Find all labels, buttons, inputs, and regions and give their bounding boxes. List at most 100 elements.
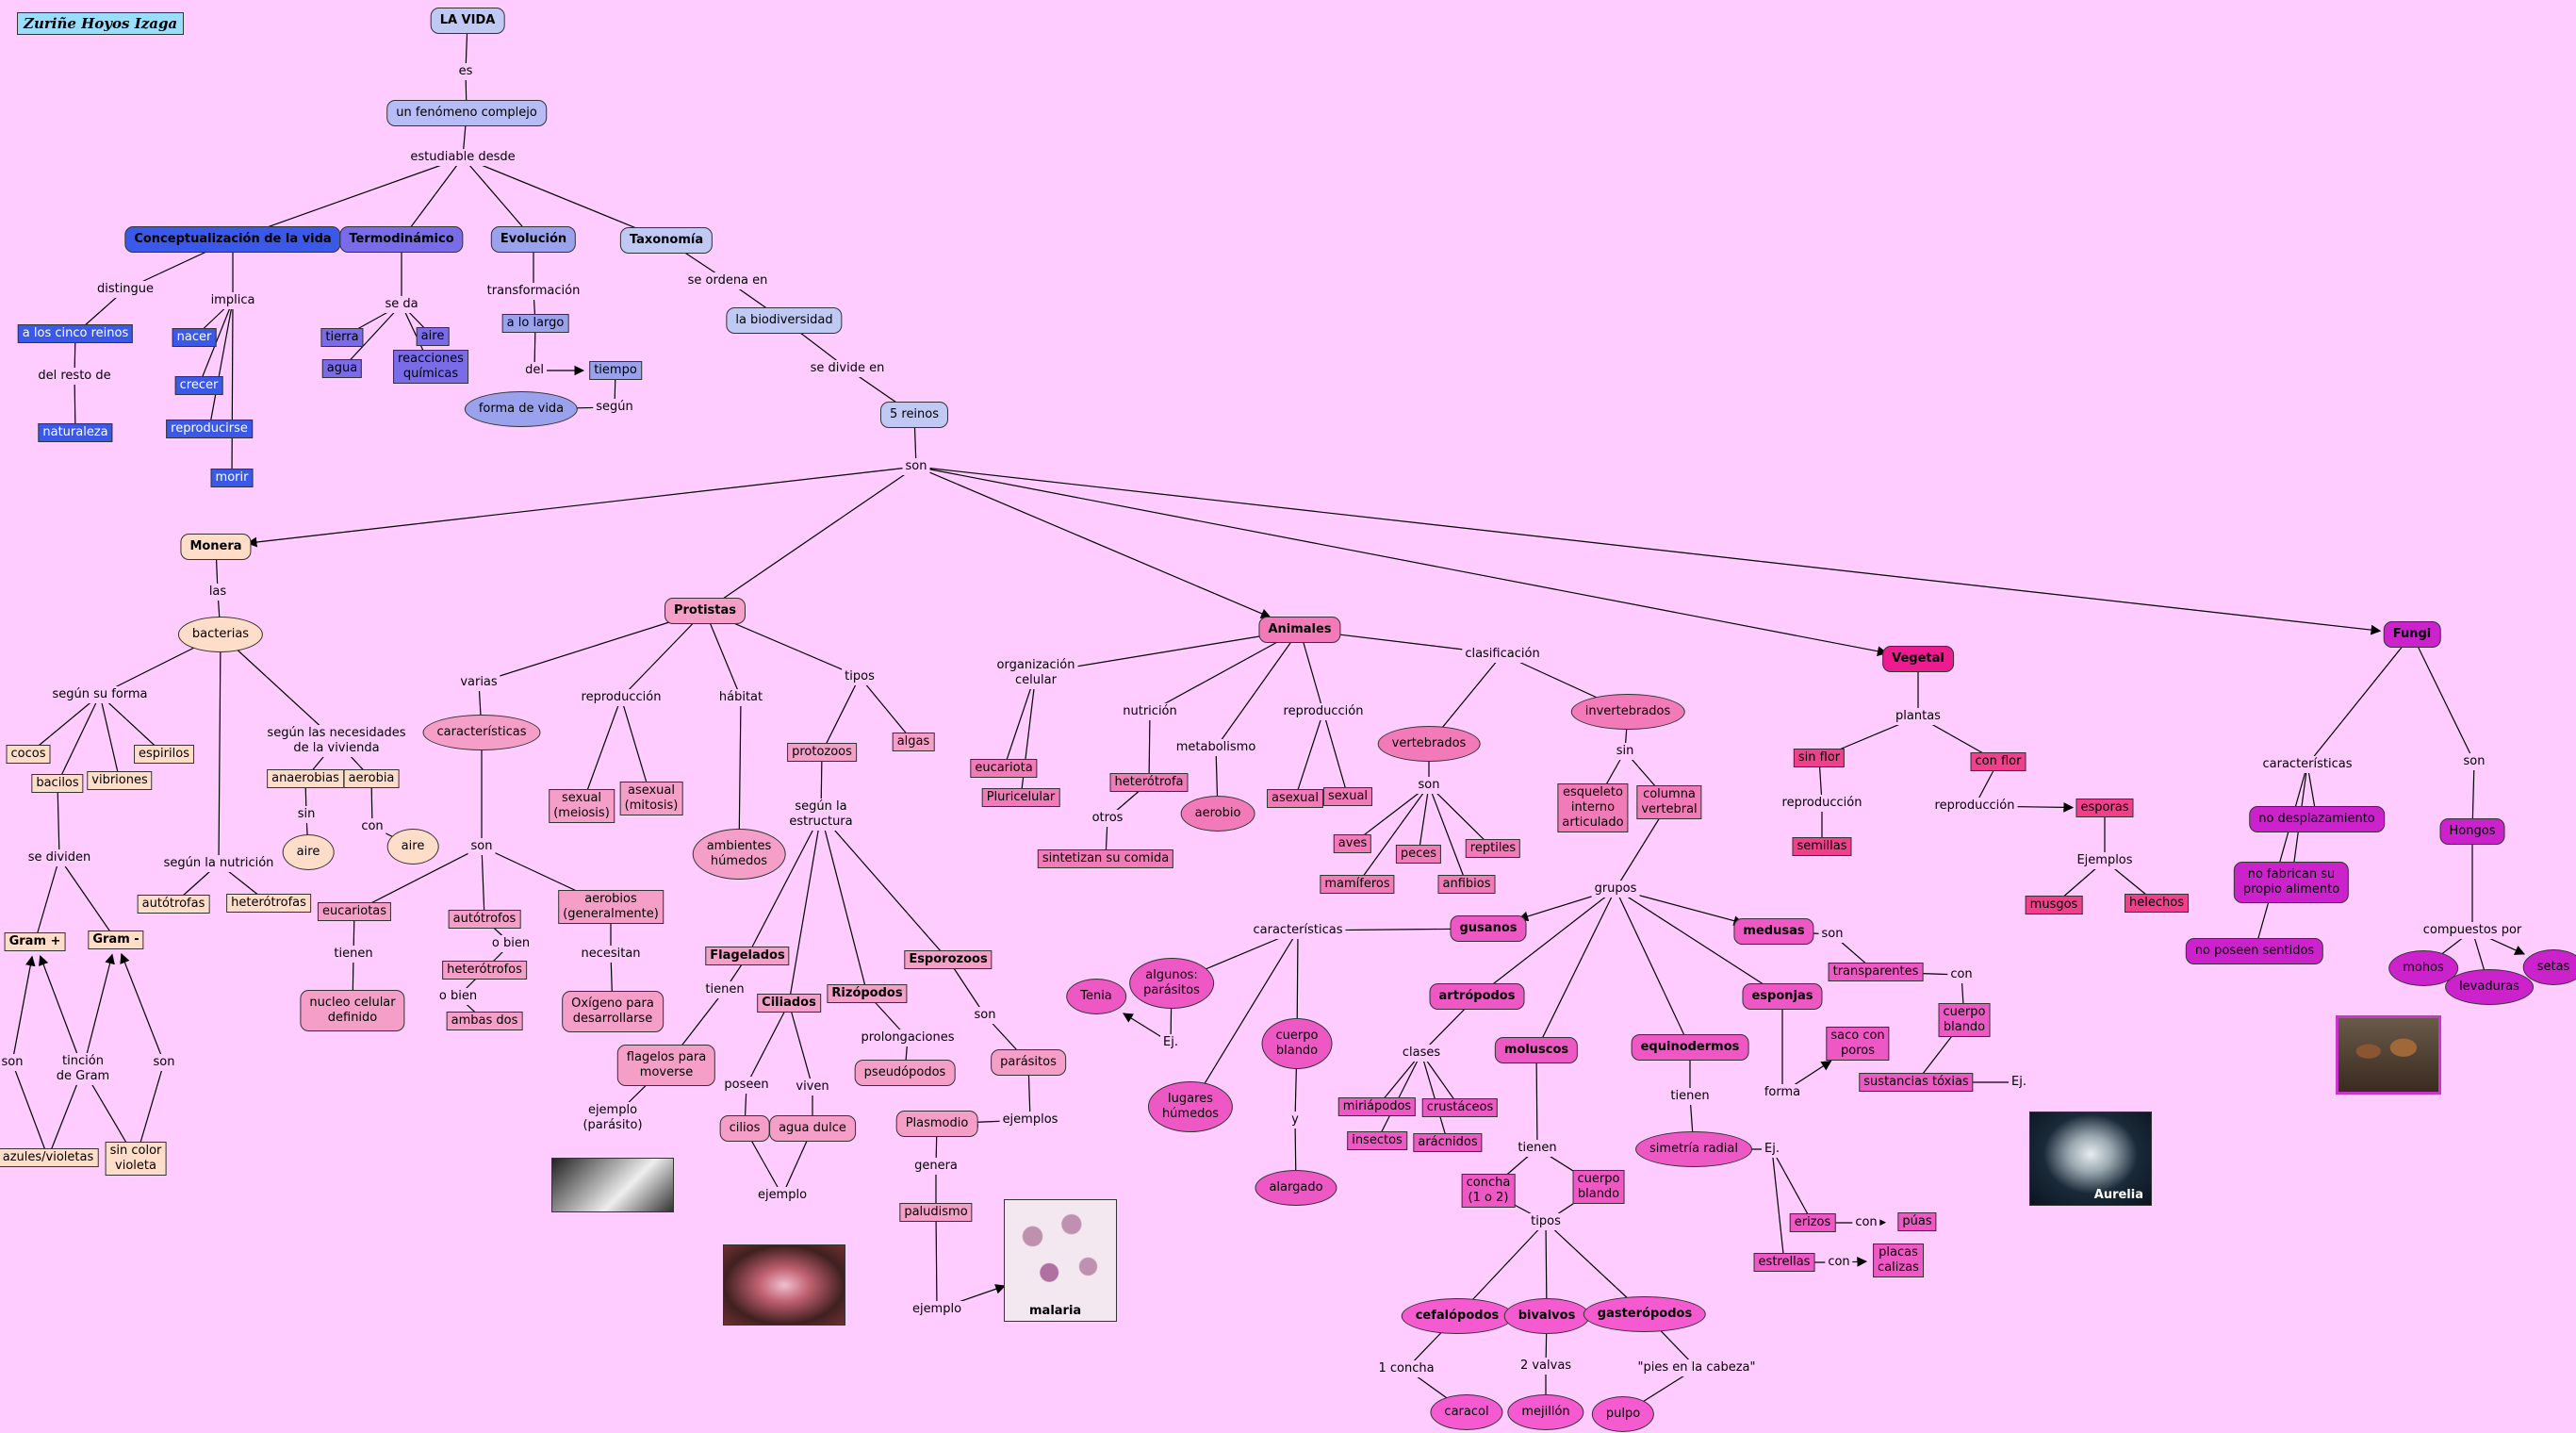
node-se-da: se da bbox=[382, 296, 421, 313]
connector-son_gm-gram_minus bbox=[120, 952, 165, 1063]
node-son-gm: son bbox=[150, 1054, 178, 1071]
node-vibriones: vibriones bbox=[87, 771, 153, 790]
node-heterotrofas: heterótrofas bbox=[226, 894, 311, 913]
connector-segun_estructura-ciliados bbox=[788, 814, 822, 1004]
connector-segun_forma-espirilos bbox=[99, 694, 165, 755]
node-alargado: alargado bbox=[1255, 1170, 1337, 1206]
node-habitat: hábitat bbox=[715, 689, 766, 706]
node-estrellas: estrellas bbox=[1753, 1253, 1815, 1272]
connector-se_dividen-gram_minus bbox=[58, 857, 117, 941]
connector-animales-reproduccion_a bbox=[1299, 629, 1324, 713]
node-implica: implica bbox=[207, 292, 258, 309]
node-ejemplo-parasito: ejemplo(parásito) bbox=[580, 1102, 646, 1134]
node-ej-med: Ej. bbox=[2009, 1074, 2029, 1091]
node-espirilos: espirilos bbox=[134, 745, 194, 764]
node-grupos: grupos bbox=[1591, 881, 1640, 898]
node-caracteristicas-g: características bbox=[1250, 922, 1346, 939]
node-asexual-p: asexual(mitosis) bbox=[619, 782, 683, 815]
node-se-ordena: se ordena en bbox=[684, 272, 771, 289]
connector-fungi-son_f bbox=[2411, 634, 2475, 763]
node-son-med: son bbox=[1818, 926, 1846, 943]
connector-protistas-reproduccion_p bbox=[620, 610, 706, 699]
connector-protistas-habitat bbox=[704, 610, 742, 699]
hongos-photo bbox=[2336, 1015, 2441, 1095]
node-caracteristicas-f: características bbox=[2259, 756, 2355, 773]
connector-caracteristicas_f-no_sentidos bbox=[2254, 764, 2308, 952]
connector-segun_estructura-esporozoos bbox=[820, 814, 949, 961]
node-se-divide: se divide en bbox=[807, 360, 888, 377]
connector-son_reinos-animales bbox=[915, 466, 1272, 618]
node-biodiversidad: la biodiversidad bbox=[726, 307, 843, 334]
node-cinco-reinos2: 5 reinos bbox=[879, 402, 949, 428]
connector-protistas-varias bbox=[478, 610, 706, 684]
connector-grupos-equinodermos bbox=[1615, 888, 1691, 1048]
connector-son_reinos-vegetal bbox=[915, 466, 1888, 657]
node-autotrofos: autótrofos bbox=[448, 910, 521, 929]
node-son-f: son bbox=[2460, 753, 2488, 770]
node-compuestos: compuestos por bbox=[2420, 922, 2525, 939]
connector-grupos-artropodos bbox=[1476, 888, 1616, 997]
node-tienen-e: tienen bbox=[1667, 1088, 1713, 1105]
node-ejemplo-c: ejemplo bbox=[754, 1187, 811, 1204]
node-aerobios: aerobios(generalmente) bbox=[558, 890, 664, 924]
node-fungi: Fungi bbox=[2383, 621, 2441, 648]
connector-estudiable-taxonomia bbox=[462, 156, 667, 241]
node-erizos: erizos bbox=[1789, 1213, 1836, 1232]
node-son-reinos: son bbox=[902, 458, 930, 475]
node-setas: setas bbox=[2522, 949, 2576, 985]
node-termodinamico: Termodinámico bbox=[339, 226, 464, 253]
connector-tincion-gram_plus bbox=[39, 954, 84, 1070]
node-tienen-f: tienen bbox=[702, 981, 747, 998]
node-pulpo: pulpo bbox=[1591, 1396, 1655, 1432]
node-segun-forma: según su forma bbox=[49, 686, 151, 703]
node-con-flor: con flor bbox=[1970, 752, 2026, 771]
connector-segun_estructura-flagelados bbox=[747, 814, 822, 957]
node-tiempo: tiempo bbox=[589, 361, 642, 380]
node-son-e: son bbox=[971, 1007, 999, 1024]
node-insectos: insectos bbox=[1347, 1131, 1407, 1150]
node-estudiable: estudiable desde bbox=[407, 149, 518, 166]
node-rizopodos: Rizópodos bbox=[827, 984, 908, 1003]
node-del: del bbox=[522, 362, 547, 379]
node-son-v: son bbox=[1415, 777, 1443, 794]
connector-fungi-caracteristicas_f bbox=[2306, 634, 2413, 766]
node-cocos: cocos bbox=[6, 745, 51, 764]
node-aire-t: aire bbox=[416, 327, 450, 346]
node-son-p: son bbox=[468, 838, 496, 855]
connector-son_v-anfibios bbox=[1428, 784, 1468, 885]
node-moluscos: moluscos bbox=[1494, 1037, 1579, 1063]
paramecio-photo bbox=[723, 1244, 845, 1326]
node-sintetizan: sintetizan su comida bbox=[1037, 849, 1174, 868]
node-concha: concha(1 o 2) bbox=[1461, 1174, 1516, 1208]
node-no-desplazamiento: no desplazamiento bbox=[2249, 806, 2385, 832]
node-paludismo: paludismo bbox=[899, 1203, 973, 1222]
node-musgos: musgos bbox=[2025, 896, 2083, 914]
connector-habitat-ambientes bbox=[738, 697, 742, 855]
node-tienen-m: tienen bbox=[1515, 1140, 1560, 1157]
node-gram-plus: Gram + bbox=[4, 932, 66, 951]
connector-son_p-autotrofos bbox=[481, 846, 485, 920]
node-azules: azules/violetas bbox=[0, 1148, 99, 1167]
node-del-resto: del resto de bbox=[35, 368, 114, 385]
node-heterotrofos: heterótrofos bbox=[442, 961, 527, 980]
node-una-concha: 1 concha bbox=[1375, 1360, 1437, 1377]
node-reptiles: reptiles bbox=[1465, 839, 1521, 858]
node-semillas: semillas bbox=[1792, 837, 1852, 856]
node-pluricelular: Pluricelular bbox=[981, 788, 1060, 807]
node-artropodos: artrópodos bbox=[1429, 983, 1525, 1010]
connector-ej_e-estrellas bbox=[1771, 1148, 1785, 1263]
malaria-photo: malaria bbox=[1004, 1199, 1117, 1322]
node-se-dividen: se dividen bbox=[25, 849, 94, 866]
connector-estudiable-termodinamico bbox=[401, 156, 464, 240]
connector-animales-nutricion bbox=[1149, 629, 1301, 713]
connector-son_v-reptiles bbox=[1428, 784, 1494, 849]
connector-reproduccion_a-sexual_a bbox=[1322, 711, 1349, 798]
node-gusanos: gusanos bbox=[1450, 915, 1527, 942]
node-agua-dulce: agua dulce bbox=[769, 1115, 856, 1142]
